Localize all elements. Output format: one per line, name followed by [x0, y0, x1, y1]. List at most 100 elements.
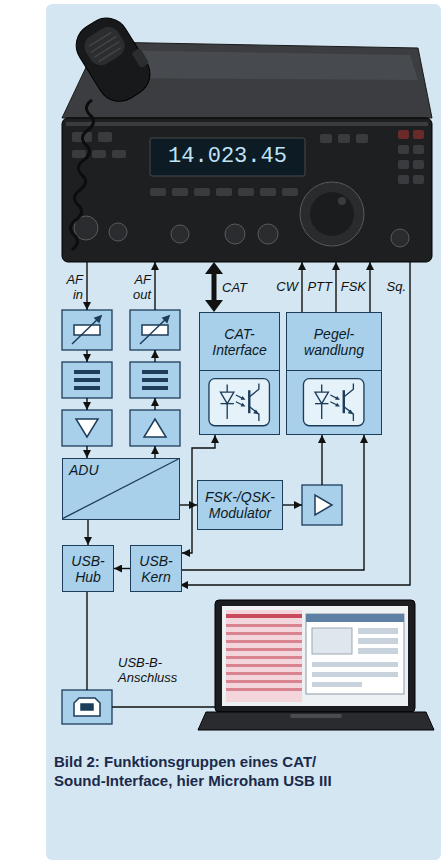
transceiver-photo: [194, 188, 210, 196]
label-area: CAT- Interface: [200, 313, 279, 371]
transceiver-photo: [66, 122, 428, 126]
signal-connector: [87, 520, 88, 545]
connector-label: USB-B- Anschluss: [118, 655, 198, 685]
label-area: USB- Hub: [63, 546, 113, 591]
laptop-illustration: [358, 648, 398, 654]
transceiver-photo: [171, 225, 189, 243]
optocoupler-symbol: [344, 407, 354, 421]
signal-wire: [154, 350, 155, 362]
transceiver-photo: [150, 138, 305, 176]
label-area: FSK-/QSK- Modulator: [198, 481, 282, 529]
function-block: [62, 310, 112, 350]
laptop-illustration: [312, 662, 398, 667]
microphone-photo: [99, 48, 121, 62]
microphone-photo: [131, 48, 149, 69]
usb-b-socket: [74, 698, 100, 716]
function-block: [302, 485, 342, 525]
box-label: FSK-/QSK- Modulator: [202, 489, 278, 521]
microphone-photo: [91, 36, 116, 52]
transceiver-photo: [258, 224, 278, 244]
box-label: Pegel- wandlung: [291, 326, 377, 358]
laptop-illustration: [226, 640, 302, 643]
transceiver-photo: [398, 160, 409, 169]
label-area: Pegel- wandlung: [287, 313, 381, 371]
laptop-illustration: [215, 600, 415, 712]
interface-block: CAT- Interface: [199, 312, 280, 435]
laptop-illustration: [226, 624, 302, 627]
potentiometer-symbol: [72, 316, 169, 344]
box-label: USB- Kern: [135, 553, 177, 585]
function-block: [62, 690, 112, 724]
transceiver-photo: [413, 175, 424, 184]
function-block: [62, 410, 112, 446]
converter-block: ADU: [62, 458, 180, 520]
laptop-illustration: [226, 648, 302, 651]
transceiver-photo: [391, 229, 409, 247]
transceiver-photo: [398, 145, 409, 154]
converter-diagonal: [63, 459, 178, 518]
laptop-illustration: [290, 714, 342, 718]
laptop-illustration: [222, 606, 408, 706]
signal-wire: [154, 446, 155, 458]
optocoupler-symbol: [303, 379, 363, 426]
filter-symbol: [74, 370, 168, 390]
filter-symbol: [142, 378, 168, 382]
signal-connector: [180, 504, 197, 505]
optocoupler-symbol: [220, 392, 233, 404]
signal-name: AF out: [125, 272, 151, 302]
function-block: [62, 362, 112, 398]
transceiver-photo: [150, 188, 166, 196]
transceiver-photo: [260, 188, 276, 196]
laptop-illustration: [198, 600, 434, 730]
laptop-illustration: [226, 680, 302, 683]
function-block: [130, 410, 180, 446]
signal-wire: [281, 504, 302, 505]
frequency-display: 14.023.45: [150, 138, 305, 176]
laptop-illustration: [226, 664, 302, 667]
optocoupler-symbol: [249, 383, 259, 396]
cat-bus-arrow: [212, 272, 217, 302]
laptop-illustration: [226, 610, 302, 702]
laptop-illustration: [312, 672, 398, 677]
transceiver-photo: [320, 134, 332, 143]
optocoupler-symbol: [227, 404, 228, 419]
laptop-illustration: [312, 682, 362, 687]
laptop-illustration: [358, 638, 398, 644]
usb-hub-block: USB- Hub: [62, 545, 114, 592]
label-area: ADU: [63, 459, 179, 519]
box-label: CAT- Interface: [204, 326, 275, 358]
signal-name: AF in: [61, 272, 83, 302]
optocoupler-symbol: [241, 403, 246, 407]
signal-wire: [301, 262, 302, 312]
signal-wire: [154, 398, 155, 410]
signal-name: FSK: [336, 279, 366, 294]
transceiver-photo: [413, 130, 424, 139]
signal-wire: [154, 262, 155, 310]
amplifier-symbol: [76, 419, 98, 437]
signal-name: PTT: [304, 279, 332, 294]
transceiver-photo: [282, 188, 298, 196]
cat-bus-arrow: [205, 262, 223, 312]
optocoupler-symbol: [335, 403, 340, 407]
transceiver-photo: [413, 160, 424, 169]
potentiometer-symbol: [140, 316, 169, 344]
microphone-photo: [68, 9, 160, 250]
optocoupler-symbol: [321, 404, 322, 419]
potentiometer-symbol: [72, 316, 101, 344]
laptop-illustration: [226, 672, 302, 675]
transceiver-photo: [225, 224, 245, 244]
level-converter-block: Pegel- wandlung: [286, 312, 382, 435]
optocoupler-symbol: [248, 390, 250, 413]
signal-name: CW: [270, 279, 298, 294]
optocoupler-symbol: [227, 384, 228, 392]
optocoupler-symbol: [287, 371, 380, 433]
signal-wire: [86, 446, 87, 458]
transceiver-photo: [216, 188, 232, 196]
signal-wire: [86, 398, 87, 410]
figure-panel: [46, 4, 441, 860]
transceiver-photo: [238, 188, 254, 196]
optocoupler-symbol: [321, 384, 322, 392]
filter-symbol: [142, 370, 168, 374]
signal-wire: [335, 262, 336, 312]
